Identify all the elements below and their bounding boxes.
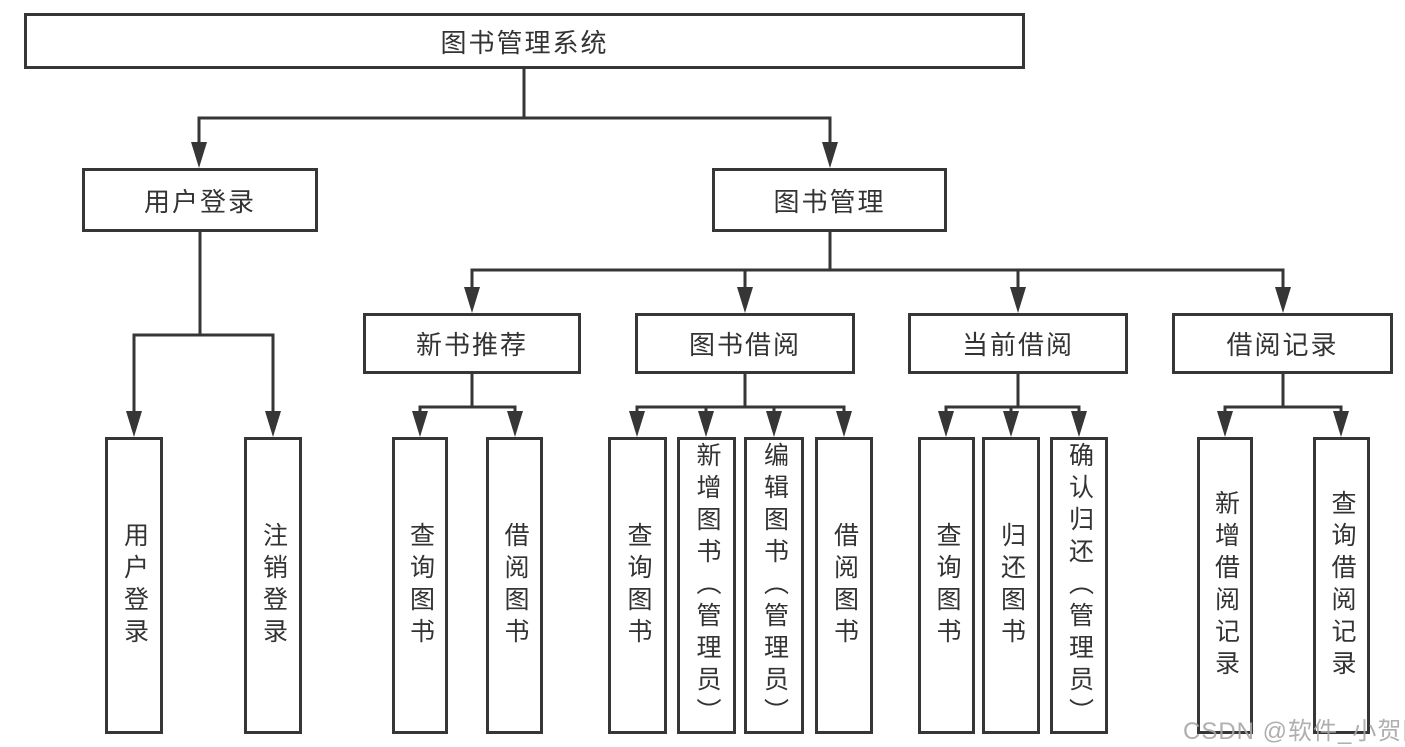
node-book-borrow: 图书借阅	[635, 313, 855, 374]
node-label: 用户登录	[143, 186, 256, 217]
leaf-confirm-return-admin: 确认归还（管理员）	[1050, 437, 1108, 734]
leaf-label: 确认归还（管理员）	[1065, 441, 1094, 730]
node-root-system: 图书管理系统	[24, 13, 1025, 69]
node-label: 借阅记录	[1226, 330, 1339, 360]
leaf-query-borrow-record: 查询借阅记录	[1313, 437, 1370, 734]
leaf-label: 查询借阅记录	[1328, 489, 1356, 682]
csdn-watermark: CSDN @软件_小贺同学	[1183, 718, 1405, 745]
leaf-label: 注销登录	[259, 521, 288, 650]
leaf-edit-books-admin: 编辑图书（管理员）	[744, 437, 804, 734]
leaf-query-books-recommend: 查询图书	[392, 437, 448, 734]
leaf-return-books: 归还图书	[982, 437, 1040, 734]
node-label: 新书推荐	[415, 330, 528, 360]
leaf-label: 归还图书	[997, 521, 1026, 650]
node-label: 图书管理	[773, 186, 886, 217]
leaf-label: 编辑图书（管理员）	[760, 441, 789, 730]
node-book-management: 图书管理	[712, 168, 947, 232]
node-label: 图书借阅	[688, 330, 801, 360]
leaf-query-books-borrow: 查询图书	[608, 437, 667, 734]
node-current-borrow: 当前借阅	[908, 313, 1128, 374]
leaf-borrow-books: 借阅图书	[815, 437, 873, 734]
node-user-login: 用户登录	[82, 168, 318, 232]
node-borrow-record: 借阅记录	[1172, 313, 1393, 374]
leaf-label: 用户登录	[120, 521, 149, 650]
arrowhead-icons	[126, 142, 1349, 437]
leaf-label: 新增图书（管理员）	[693, 441, 721, 730]
leaf-label: 新增借阅记录	[1211, 489, 1240, 682]
leaf-label: 查询图书	[624, 521, 652, 650]
leaf-label: 借阅图书	[830, 521, 859, 650]
node-new-book-recommend: 新书推荐	[363, 313, 581, 374]
leaf-borrow-books-recommend: 借阅图书	[486, 437, 543, 734]
leaf-label: 查询图书	[406, 521, 435, 650]
leaf-add-books-admin: 新增图书（管理员）	[677, 437, 736, 734]
node-label: 当前借阅	[961, 330, 1074, 360]
leaf-label: 借阅图书	[501, 521, 529, 650]
leaf-logout: 注销登录	[244, 437, 302, 734]
leaf-add-borrow-record: 新增借阅记录	[1197, 437, 1253, 734]
leaf-query-books-current: 查询图书	[918, 437, 975, 734]
leaf-label: 查询图书	[933, 521, 961, 650]
leaf-user-login: 用户登录	[105, 437, 163, 734]
node-label: 图书管理系统	[440, 27, 609, 58]
